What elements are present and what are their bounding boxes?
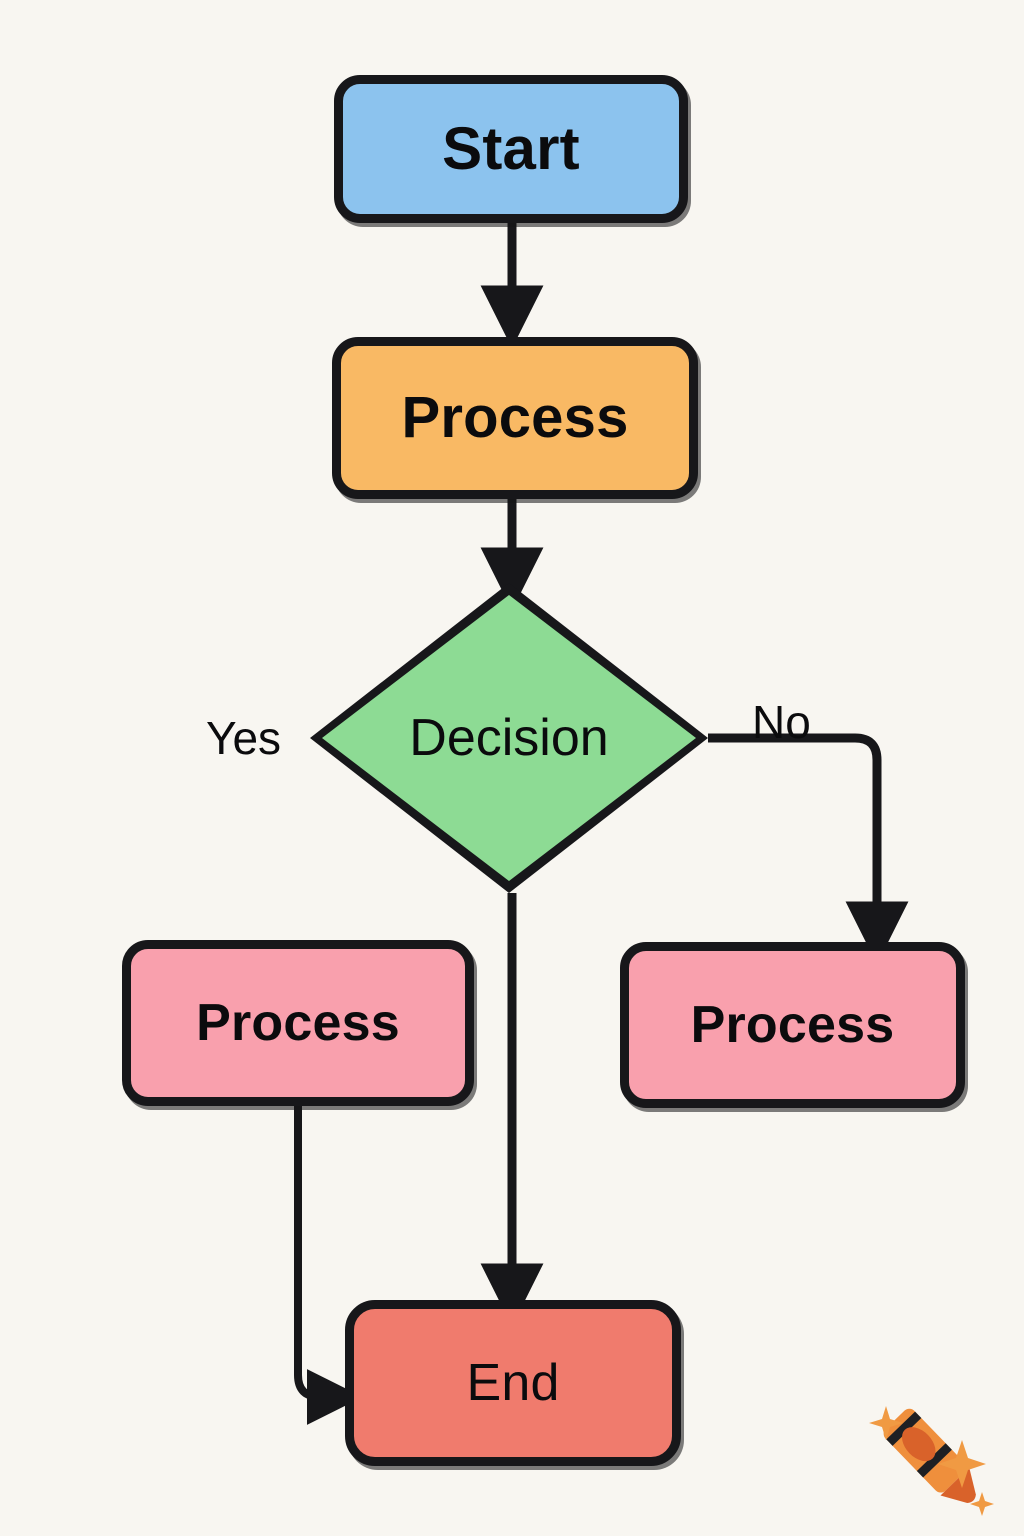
flow-node-process-3[interactable]: Process	[620, 942, 965, 1108]
flow-node-process-2-label: Process	[196, 994, 400, 1052]
connector-process2-to-end	[294, 1106, 363, 1425]
edge-label-yes: Yes	[206, 712, 282, 764]
crayon-icon	[869, 1406, 994, 1516]
flow-node-decision-label: Decision	[409, 709, 609, 767]
flow-node-start-label: Start	[442, 115, 580, 182]
flow-node-process-1-label: Process	[401, 385, 629, 450]
connector-decision-to-process3	[708, 733, 909, 965]
flow-node-end-label: End	[466, 1354, 560, 1412]
flow-node-start[interactable]: Start	[334, 75, 688, 223]
flow-node-process-2[interactable]: Process	[122, 940, 474, 1106]
flow-node-decision[interactable]: Decision	[310, 583, 708, 893]
flow-node-end[interactable]: End	[345, 1300, 681, 1466]
edge-label-no: No	[752, 696, 811, 748]
flow-node-process-1[interactable]: Process	[332, 337, 698, 499]
flow-node-process-3-label: Process	[690, 996, 895, 1054]
